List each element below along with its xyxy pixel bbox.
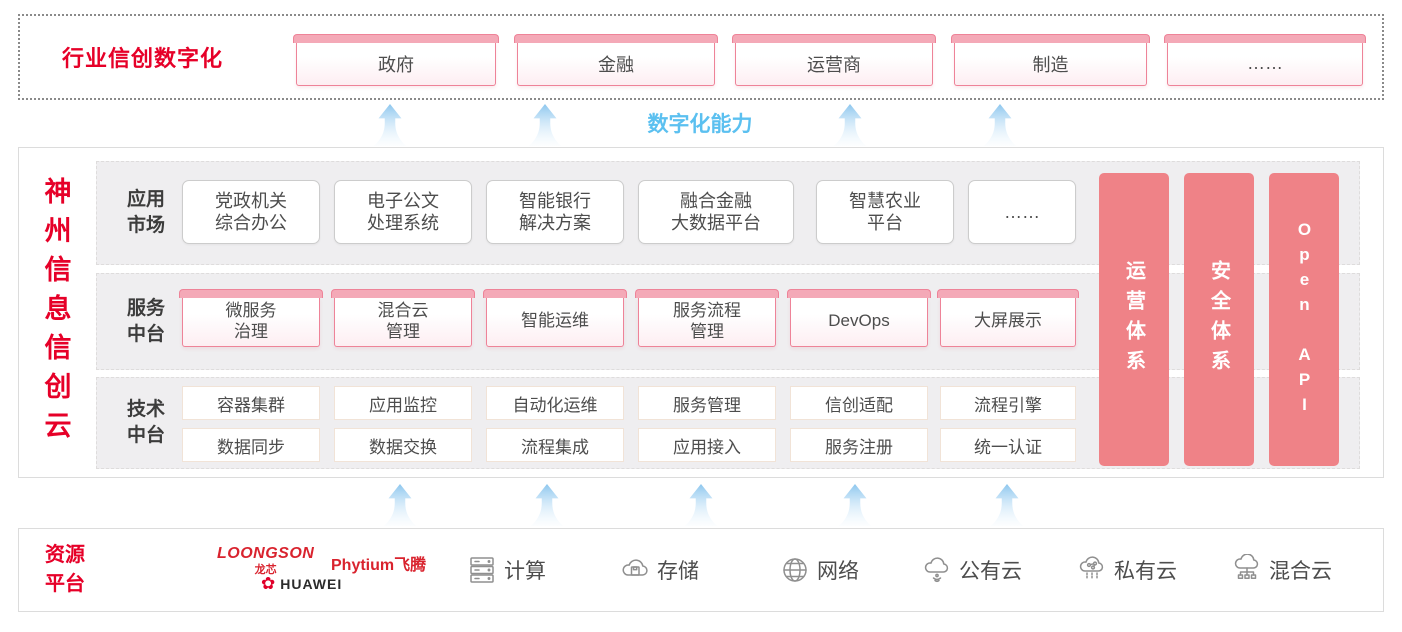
up-arrow-icon: [383, 484, 417, 526]
tech-box: 应用接入: [638, 428, 776, 462]
compute-server-icon: [470, 557, 494, 583]
app-box: 融合金融 大数据平台: [638, 180, 794, 244]
row-label-tech: 技术 中台: [126, 399, 165, 446]
app-box: 智慧农业 平台: [816, 180, 954, 244]
sidebar-operation-system: 运营体系: [1099, 173, 1169, 466]
app-box: 智能银行 解决方案: [486, 180, 624, 244]
tech-box: 自动化运维: [486, 386, 624, 420]
sidebar-security-system: 安全体系: [1184, 173, 1254, 466]
industry-band-title: 行业信创数字化: [62, 46, 224, 71]
app-box: 电子公文 处理系统: [334, 180, 472, 244]
resource-item-storage: 存储: [619, 529, 699, 611]
service-box: DevOps: [787, 289, 931, 347]
resource-item-label: 存储: [657, 560, 699, 583]
industry-label: 政府: [378, 54, 414, 75]
tech-box: 信创适配: [790, 386, 928, 420]
row-tech-platform: 技术 中台 容器集群 应用监控 自动化运维 服务管理 信创适配 流程引擎 数据同…: [96, 377, 1360, 469]
tech-box: 容器集群: [182, 386, 320, 420]
tech-box: 数据交换: [334, 428, 472, 462]
service-box: 智能运维: [483, 289, 627, 347]
resource-item-label: 公有云: [959, 560, 1022, 583]
industry-band: 行业信创数字化 政府 金融 运营商 制造 ……: [18, 14, 1384, 100]
huawei-wordmark: HUAWEI: [280, 575, 343, 592]
resource-item-public-cloud: 公有云: [921, 529, 1022, 611]
resource-band: 资源 平台 LOONGSON 龙芯 Phytium飞腾 ✿ HUAWEI 计算: [18, 528, 1384, 612]
industry-label: ……: [1247, 53, 1283, 73]
app-box-more: ……: [968, 180, 1076, 244]
up-arrow-icon: [838, 484, 872, 526]
huawei-logo: ✿ HUAWEI: [261, 575, 342, 592]
industry-label: 制造: [1032, 54, 1069, 75]
up-arrow-icon: [833, 104, 867, 146]
resource-item-label: 网络: [817, 560, 859, 583]
platform-panel: 神州信息信创云 应用 市场 党政机关 综合办公 电子公文 处理系统 智能银行 解…: [18, 147, 1384, 478]
network-globe-icon: [783, 558, 807, 582]
service-box: 混合云 管理: [331, 289, 475, 347]
resource-item-hybrid-cloud: 混合云: [1231, 529, 1332, 611]
up-arrow-icon: [528, 104, 562, 146]
industry-box-finance: 金融: [514, 34, 718, 86]
resource-item-label: 计算: [504, 560, 546, 583]
tech-box: 服务注册: [790, 428, 928, 462]
private-cloud-icon: [1079, 556, 1104, 580]
storage-cloud-icon: [622, 559, 648, 576]
industry-box-more: ……: [1164, 34, 1366, 86]
service-box: 大屏展示: [937, 289, 1079, 347]
industry-label: 金融: [598, 54, 634, 75]
up-arrow-icon: [983, 104, 1017, 146]
resource-item-private-cloud: 私有云: [1076, 529, 1177, 611]
phytium-logo: Phytium飞腾: [331, 557, 427, 574]
up-arrow-icon: [990, 484, 1024, 526]
resource-item-network: 网络: [779, 529, 859, 611]
resource-band-title: 资源 平台: [45, 544, 85, 595]
resource-item-label: 混合云: [1269, 560, 1332, 583]
platform-title: 神州信息信创云: [40, 177, 71, 450]
row-app-market: 应用 市场 党政机关 综合办公 电子公文 处理系统 智能银行 解决方案 融合金融…: [96, 161, 1360, 265]
row-label-service: 服务 中台: [126, 297, 165, 345]
huawei-flower-icon: ✿: [261, 574, 276, 593]
tech-box: 服务管理: [638, 386, 776, 420]
industry-box-government: 政府: [293, 34, 499, 86]
capability-title: 数字化能力: [647, 113, 753, 136]
service-box: 微服务 治理: [179, 289, 323, 347]
tech-box: 流程引擎: [940, 386, 1076, 420]
loongson-chinese: 龙芯: [254, 564, 277, 576]
service-box: 服务流程 管理: [635, 289, 779, 347]
tech-box: 数据同步: [182, 428, 320, 462]
row-label-app-market: 应用 市场: [126, 189, 165, 236]
public-cloud-icon: [924, 557, 949, 583]
industry-box-manufacturing: 制造: [951, 34, 1150, 86]
up-arrow-icon: [684, 484, 718, 526]
up-arrow-icon: [373, 104, 407, 146]
resource-item-label: 私有云: [1114, 560, 1177, 583]
industry-box-telecom: 运营商: [732, 34, 936, 86]
resource-item-compute: 计算: [466, 529, 546, 611]
loongson-wordmark: LOONGSON: [217, 545, 315, 562]
row-service-platform: 服务 中台 微服务 治理 混合云 管理 智能运维 服务流程 管理 DevOps …: [96, 273, 1360, 370]
up-arrow-icon: [530, 484, 564, 526]
hybrid-cloud-icon: [1234, 554, 1259, 579]
tech-box: 统一认证: [940, 428, 1076, 462]
tech-box: 应用监控: [334, 386, 472, 420]
tech-box: 流程集成: [486, 428, 624, 462]
sidebar-open-api: Open API: [1269, 173, 1339, 466]
app-box: 党政机关 综合办公: [182, 180, 320, 244]
loongson-logo: LOONGSON 龙芯: [217, 545, 314, 577]
industry-label: 运营商: [807, 54, 861, 75]
